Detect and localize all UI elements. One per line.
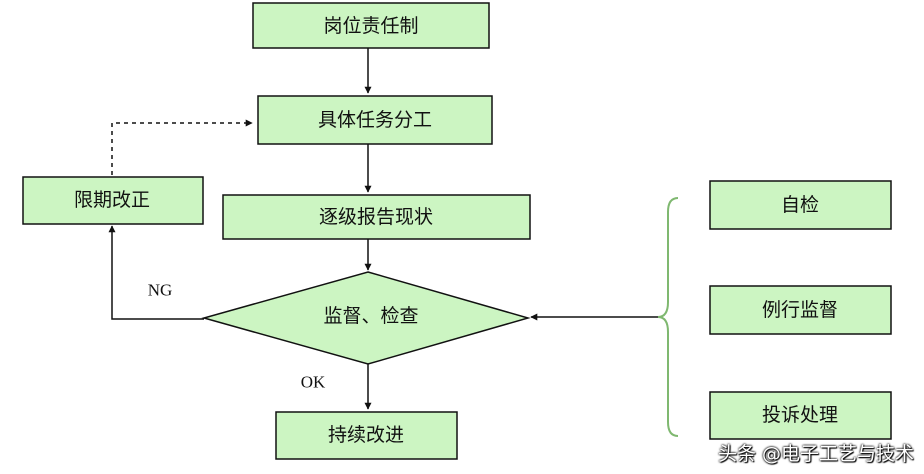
node-post-responsibility-label: 岗位责任制 xyxy=(323,15,418,37)
arrow-rectify-to-task-dashed xyxy=(111,119,253,175)
node-task-division-label: 具体任务分工 xyxy=(318,109,432,131)
node-complaint-handling-label: 投诉处理 xyxy=(762,404,838,426)
node-continuous-improve-label: 持续改进 xyxy=(328,424,404,446)
node-report-status: 逐级报告现状 xyxy=(222,194,531,240)
node-supervise-inspect-label: 监督、检查 xyxy=(323,305,418,327)
node-routine-supervision-label: 例行监督 xyxy=(762,299,838,321)
node-task-division: 具体任务分工 xyxy=(257,95,493,145)
node-rectify-deadline-label: 限期改正 xyxy=(74,189,150,211)
arrow-ng-to-rectify xyxy=(108,225,204,320)
edge-label-ok: OK xyxy=(301,373,326,392)
node-routine-supervision: 例行监督 xyxy=(709,285,892,335)
node-self-check-label: 自检 xyxy=(781,194,819,216)
curly-bracket xyxy=(657,197,679,437)
node-report-status-label: 逐级报告现状 xyxy=(319,206,433,228)
node-rectify-deadline: 限期改正 xyxy=(22,176,204,225)
node-self-check: 自检 xyxy=(709,180,892,230)
edge-label-ng: NG xyxy=(148,281,173,300)
watermark: 头条 @电子工艺与技术 xyxy=(717,443,914,465)
node-continuous-improve: 持续改进 xyxy=(275,411,458,460)
node-post-responsibility: 岗位责任制 xyxy=(252,2,490,49)
node-complaint-handling: 投诉处理 xyxy=(709,391,892,440)
node-supervise-inspect: 监督、检查 xyxy=(201,271,531,365)
